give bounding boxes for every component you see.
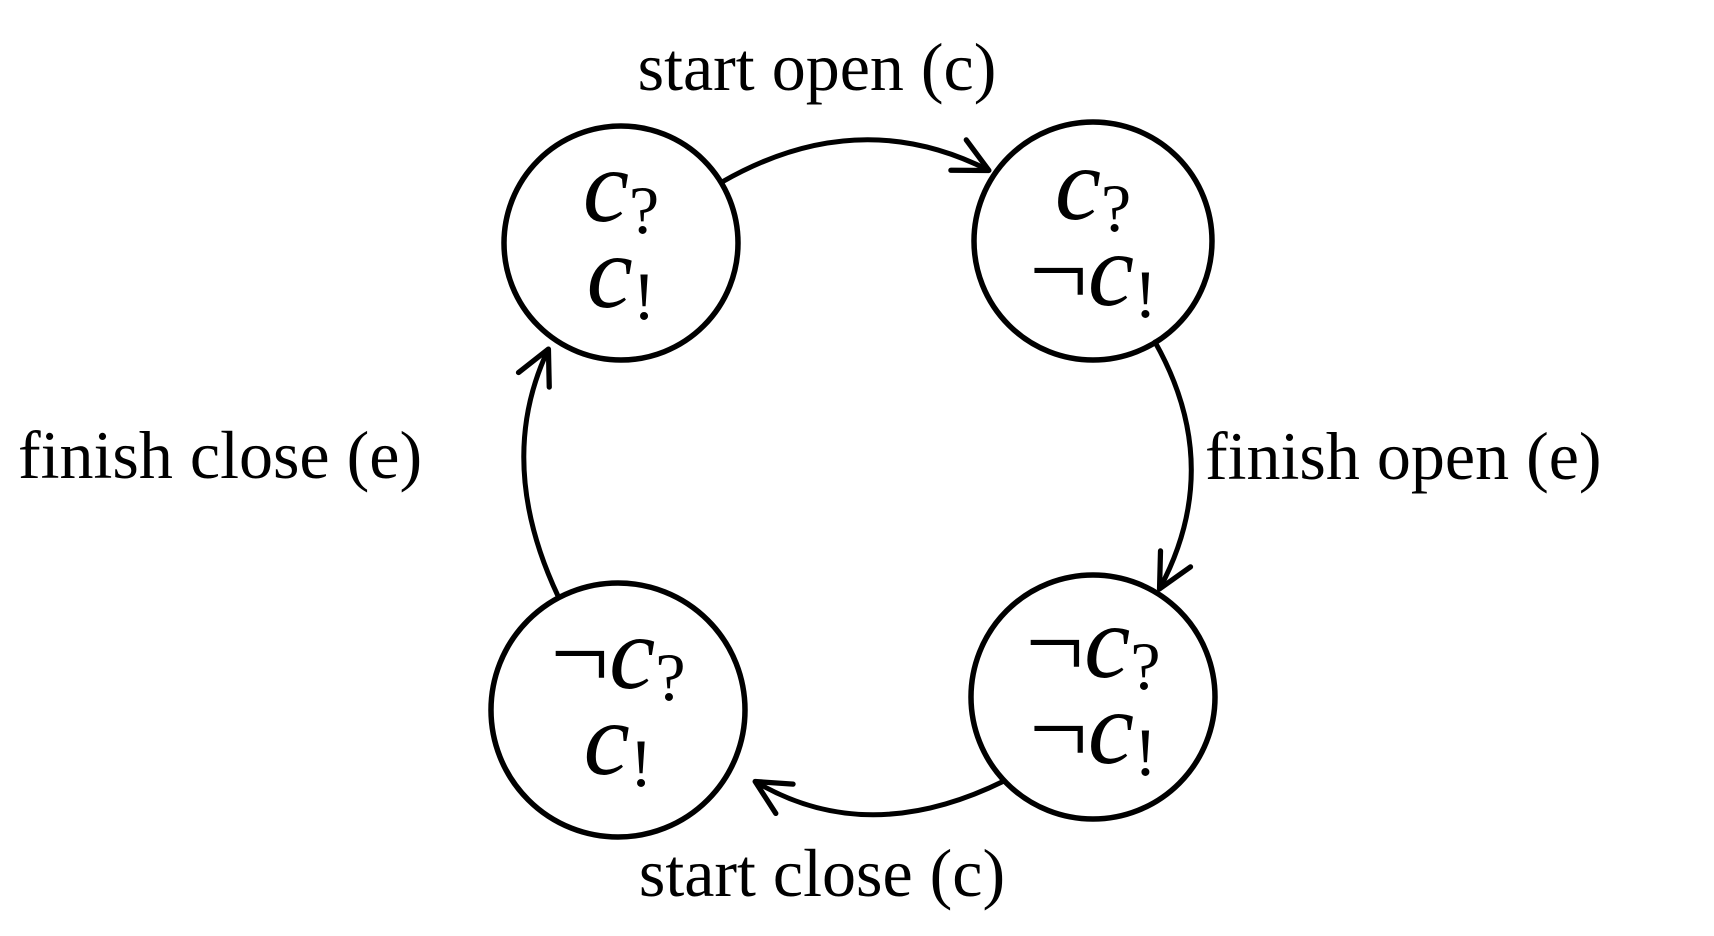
state-top-left-line2: c! (587, 215, 656, 334)
state-circle-bottom-right (968, 572, 1218, 822)
state-variable: c (587, 215, 633, 330)
state-mark: ! (630, 725, 653, 801)
state-bottom-right-line2: ¬c! (1029, 671, 1156, 790)
state-variable: c (1088, 671, 1134, 786)
state-mark: ? (629, 172, 659, 248)
negation-symbol: ¬ (1025, 585, 1084, 700)
state-circle-top-right (971, 119, 1215, 363)
transition-arrow-finish-open (1152, 339, 1194, 592)
state-circle-top-left (501, 123, 741, 363)
transition-arrow-start-open (719, 137, 992, 185)
edge-label-finish-open: finish open (e) (1205, 418, 1602, 494)
negation-symbol: ¬ (550, 596, 609, 711)
negation-symbol: ¬ (1029, 213, 1088, 328)
state-mark: ! (1134, 256, 1157, 332)
state-bottom-left-line1: ¬c? (550, 596, 685, 715)
state-mark: ! (1134, 714, 1157, 790)
state-bottom-left-line2: c! (584, 682, 653, 801)
state-top-right-line2: ¬c! (1029, 213, 1156, 332)
edge-label-finish-close: finish close (e) (18, 417, 422, 493)
state-top-left-line1: c? (583, 129, 659, 248)
state-mark: ? (1130, 628, 1160, 704)
state-circle-bottom-left (488, 580, 748, 840)
state-mark: ? (655, 639, 685, 715)
state-variable: c (609, 596, 655, 711)
state-variable: c (1055, 127, 1101, 242)
transition-arrow-start-close (752, 778, 1007, 818)
state-bottom-right-line1: ¬c? (1025, 585, 1160, 704)
state-mark: ? (1101, 170, 1131, 246)
state-variable: c (1088, 213, 1134, 328)
edge-label-start-open: start open (c) (638, 29, 997, 105)
state-variable: c (1084, 585, 1130, 700)
negation-symbol: ¬ (1029, 671, 1088, 786)
transition-arrow-finish-close (515, 346, 561, 599)
state-top-right-line1: c? (1055, 127, 1131, 246)
state-mark: ! (633, 258, 656, 334)
state-variable: c (583, 129, 629, 244)
edge-label-start-close: start close (c) (639, 835, 1005, 911)
state-variable: c (584, 682, 630, 797)
